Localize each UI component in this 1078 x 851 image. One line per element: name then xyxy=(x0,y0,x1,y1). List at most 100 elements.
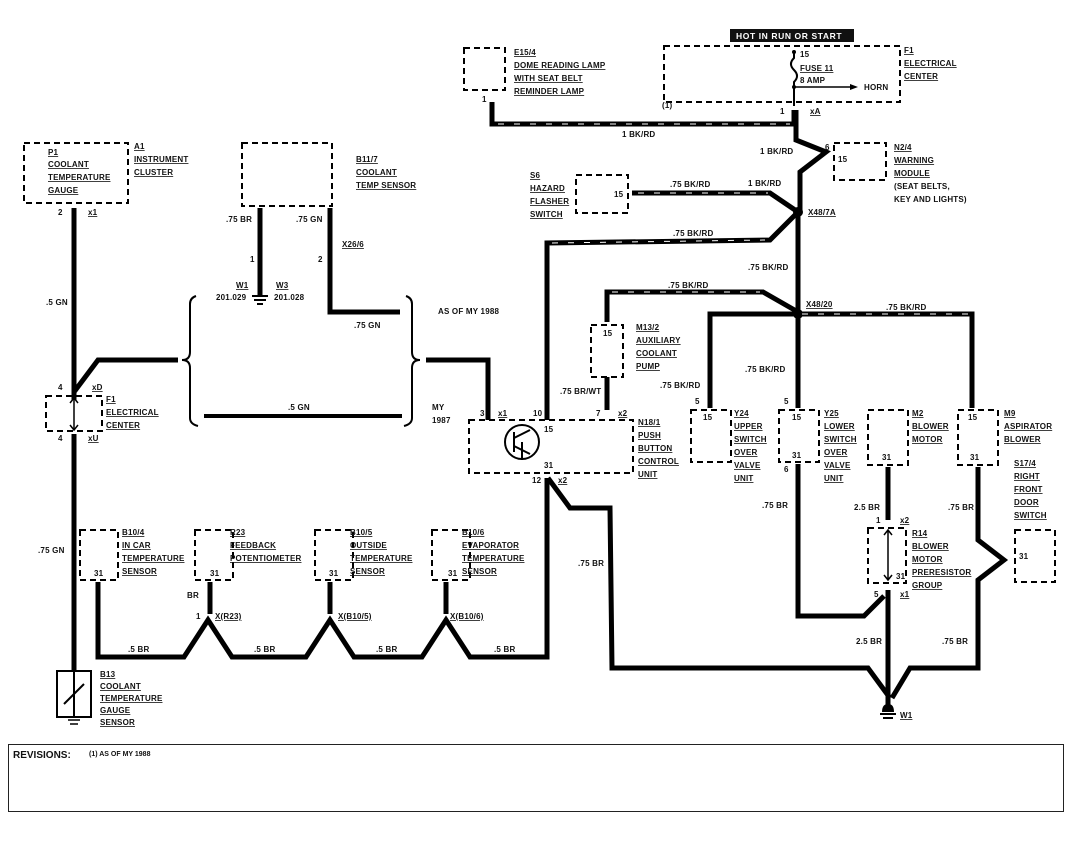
component-b10-5: 31 B10/5 OUTSIDE TEMPERATURE SENSOR X(B1… xyxy=(314,528,413,621)
wire-sensor-chain xyxy=(95,478,550,660)
y24-line: OVER xyxy=(734,448,757,457)
r14-line: BLOWER xyxy=(912,542,949,551)
s17-line: SWITCH xyxy=(1014,511,1047,520)
wire-label: .75 BR/WT xyxy=(560,387,601,396)
b10-5-id: B10/5 xyxy=(350,528,373,537)
r23-conn: X(R23) xyxy=(215,612,242,621)
wire-label: .75 BK/RD xyxy=(886,303,926,312)
r14-pin: 1 xyxy=(876,516,881,525)
b13-line: SENSOR xyxy=(100,718,135,727)
m2-line: MOTOR xyxy=(912,435,943,444)
b10-4-line: IN CAR xyxy=(122,541,151,550)
m2-inner: 31 xyxy=(882,453,892,462)
n18-line: UNIT xyxy=(638,470,657,479)
r23-line: POTENTIOMETER xyxy=(230,554,302,563)
pin-label: 2 xyxy=(318,255,323,264)
r14-line: PRERESISTOR xyxy=(912,568,971,577)
component-b13: B13 COOLANT TEMPERATURE GAUGE SENSOR xyxy=(56,670,163,727)
b10-5-inner: 31 xyxy=(329,569,339,578)
power-banner: HOT IN RUN OR START xyxy=(730,29,854,42)
ground-label: W3 xyxy=(276,281,289,290)
b10-6-inner: 31 xyxy=(448,569,458,578)
component-f1-top: F1 ELECTRICAL CENTER 15 FUSE 11 8 AMP HO… xyxy=(663,45,956,116)
s6-line: HAZARD xyxy=(530,184,565,193)
component-s6: 15 S6 HAZARD FLASHER SWITCH xyxy=(530,171,629,219)
wire-label: .5 GN xyxy=(288,403,310,412)
b11-7-line: TEMP SENSOR xyxy=(356,181,416,190)
f1-top-pin-out: 1 xyxy=(780,107,785,116)
wire-n18-ground xyxy=(545,476,893,700)
wire-label: .75 BR xyxy=(762,501,788,510)
a1-id: A1 xyxy=(134,142,145,151)
n2-4-inner: 15 xyxy=(838,155,848,164)
n18-inner: 15 xyxy=(544,425,554,434)
n2-4-line: (SEAT BELTS, xyxy=(894,182,950,191)
b10-5-conn: X(B10/5) xyxy=(338,612,372,621)
y25-pin: 6 xyxy=(784,465,789,474)
note-as-of: AS OF MY 1988 xyxy=(438,307,499,316)
b10-5-line: SENSOR xyxy=(350,567,385,576)
y25-line: LOWER xyxy=(824,422,855,431)
wire-label: .75 BK/RD xyxy=(745,365,785,374)
arrow-icon xyxy=(850,84,858,90)
y24-line: UPPER xyxy=(734,422,763,431)
wire-label: BR xyxy=(187,591,199,600)
revisions-note: (1) AS OF MY 1988 xyxy=(89,751,151,758)
s17-line: DOOR xyxy=(1014,498,1039,507)
wire-to-y24 xyxy=(707,311,798,408)
wire-label: 2.5 BR xyxy=(856,637,882,646)
wire-x48-right xyxy=(798,311,975,408)
a1-sub: GAUGE xyxy=(48,186,79,195)
b13-line: GAUGE xyxy=(100,706,131,715)
f1-mid-id: F1 xyxy=(106,395,116,404)
y24-line: SWITCH xyxy=(734,435,767,444)
y24-line: VALVE xyxy=(734,461,761,470)
wire-label: .75 GN xyxy=(354,321,381,330)
b10-6-line: TEMPERATURE xyxy=(462,554,525,563)
n18-pin: 7 xyxy=(596,409,601,418)
banner-text: HOT IN RUN OR START xyxy=(736,31,842,41)
splice-label: X48/20 xyxy=(806,300,833,309)
m13-2-line: COOLANT xyxy=(636,349,677,358)
wire-label: .75 BK/RD xyxy=(668,281,708,290)
b10-6-conn: X(B10/6) xyxy=(450,612,484,621)
component-y25: 15 31 5 6 Y25 LOWER SWITCH OVER VALVE UN… xyxy=(778,397,857,483)
component-b10-4: 31 B10/4 IN CAR TEMPERATURE SENSOR xyxy=(79,528,185,581)
component-a1: P1 COOLANT TEMPERATURE GAUGE A1 INSTRUME… xyxy=(23,142,188,217)
n18-line: BUTTON xyxy=(638,444,672,453)
f1-mid-pin: 4 xyxy=(58,434,63,443)
y24-id: Y24 xyxy=(734,409,749,418)
b10-5-line: OUTSIDE xyxy=(350,541,387,550)
y24-line: UNIT xyxy=(734,474,753,483)
wire-y25-br xyxy=(795,464,886,619)
wire-label: 1 BK/RD xyxy=(748,179,781,188)
ground-code: 201.029 xyxy=(216,293,247,302)
n18-conn: x2 xyxy=(558,476,568,485)
component-m2: 31 M2 BLOWER MOTOR xyxy=(867,409,949,466)
e15-4-line: DOME READING LAMP xyxy=(514,61,606,70)
component-s17-4: 31 S17/4 RIGHT FRONT DOOR SWITCH xyxy=(1014,459,1056,583)
wire-label: .5 BR xyxy=(376,645,397,654)
n18-conn: x2 xyxy=(618,409,628,418)
m2-id: M2 xyxy=(912,409,924,418)
ground-w1-main: W1 xyxy=(880,704,913,720)
y25-line: UNIT xyxy=(824,474,843,483)
f1-mid-pin: 4 xyxy=(58,383,63,392)
ground-label: W1 xyxy=(900,711,913,720)
s17-id: S17/4 xyxy=(1014,459,1036,468)
b10-4-inner: 31 xyxy=(94,569,104,578)
a1-sub: TEMPERATURE xyxy=(48,173,111,182)
b10-6-id: B10/6 xyxy=(462,528,485,537)
component-n2-4: 6 15 N2/4 WARNING MODULE (SEAT BELTS, KE… xyxy=(825,142,967,204)
wire-label: .75 BK/RD xyxy=(748,263,788,272)
n2-4-id: N2/4 xyxy=(894,143,912,152)
a1-line: INSTRUMENT xyxy=(134,155,188,164)
m9-line: ASPIRATOR xyxy=(1004,422,1052,431)
r14-line: GROUP xyxy=(912,581,943,590)
n2-4-pin: 6 xyxy=(825,143,830,152)
wire-dome xyxy=(489,102,797,127)
y25-inner: 31 xyxy=(792,451,802,460)
n18-pin: 12 xyxy=(532,476,542,485)
e15-4-pin: 1 xyxy=(482,95,487,104)
f1-top-id: F1 xyxy=(904,46,914,55)
